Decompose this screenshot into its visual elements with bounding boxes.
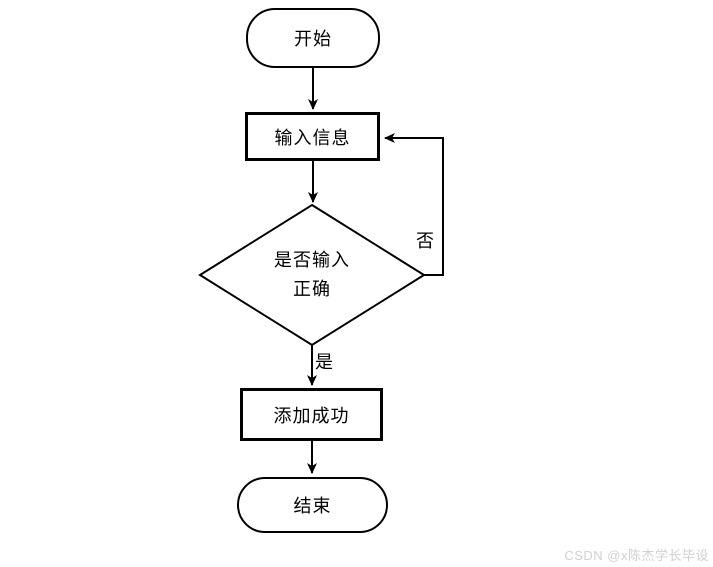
node-end: 结束 <box>237 477 388 533</box>
csdn-watermark: CSDN @x陈杰学长毕设 <box>564 548 709 563</box>
node-input-info: 输入信息 <box>245 112 380 161</box>
node-decision-label: 是否输入 正确 <box>232 246 392 304</box>
node-decision-label-line1: 是否输入 <box>274 250 350 270</box>
edge-label-no: 否 <box>416 231 434 251</box>
node-start: 开始 <box>246 8 380 68</box>
node-start-label: 开始 <box>294 29 332 49</box>
node-input-info-label: 输入信息 <box>274 127 351 148</box>
node-add-success-label: 添加成功 <box>273 405 350 426</box>
edge-label-yes: 是 <box>315 352 333 372</box>
node-end-label: 结束 <box>293 496 332 516</box>
node-add-success: 添加成功 <box>240 388 383 441</box>
node-decision-label-line2: 正确 <box>293 279 331 299</box>
node-decision-diamond <box>198 203 426 347</box>
edge-decision-to-input-no <box>384 133 444 276</box>
